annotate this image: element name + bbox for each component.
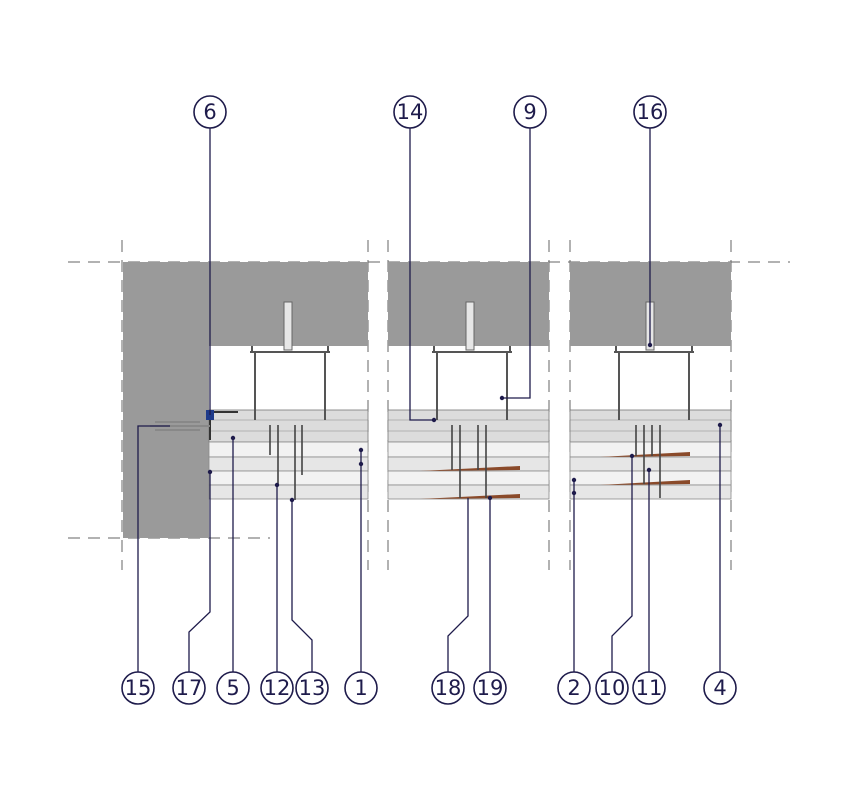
mineral-wool-layer (387, 409, 550, 443)
callout-9: 9 (513, 95, 547, 129)
callout-16: 16 (633, 95, 667, 129)
section-1 (123, 262, 369, 538)
callout-11: 11 (632, 671, 666, 705)
callout-17: 17 (172, 671, 206, 705)
callout-14-label: 14 (397, 100, 424, 124)
board-layer-3 (387, 470, 550, 486)
leader-18 (447, 498, 469, 672)
callout-10: 10 (595, 671, 629, 705)
screws (269, 425, 303, 500)
ceiling-profile (250, 346, 330, 420)
screws (635, 425, 661, 498)
callout-19-label: 19 (477, 676, 504, 700)
callout-5: 5 (216, 671, 250, 705)
callout-16-label: 16 (637, 100, 664, 124)
screws (451, 425, 487, 498)
board-layer-4 (569, 484, 732, 500)
callout-6-label: 6 (203, 100, 216, 124)
sealing-tape-lower (600, 480, 690, 485)
leader-10 (611, 456, 633, 672)
leader-lines (137, 128, 723, 672)
callout-1: 1 (344, 671, 378, 705)
sealing-tape-lower (420, 494, 520, 499)
mineral-wool-layer (208, 409, 369, 443)
callout-12-label: 12 (264, 676, 291, 700)
callout-18: 18 (431, 671, 465, 705)
concrete-wall (123, 346, 209, 538)
callout-5-label: 5 (226, 676, 239, 700)
anchor (465, 301, 475, 351)
callout-17-label: 17 (176, 676, 203, 700)
callout-2-label: 2 (567, 676, 580, 700)
leader-9 (502, 128, 531, 399)
callout-4-label: 4 (713, 676, 726, 700)
board-layer-4 (208, 484, 369, 500)
callout-12: 12 (260, 671, 294, 705)
callout-13: 13 (295, 671, 329, 705)
sealing-tape-upper (600, 452, 690, 457)
concrete-slab (123, 262, 368, 346)
callout-4: 4 (703, 671, 737, 705)
sealing-tape-upper (420, 466, 520, 471)
callout-9-label: 9 (523, 100, 536, 124)
callout-6: 6 (193, 95, 227, 129)
callout-1-label: 1 (354, 676, 367, 700)
anchor (283, 301, 293, 351)
callout-14: 14 (393, 95, 427, 129)
board-layer-1 (387, 441, 550, 458)
callout-15: 15 (121, 671, 155, 705)
callout-15-label: 15 (125, 676, 152, 700)
leader-13 (291, 500, 313, 672)
callout-18-label: 18 (435, 676, 462, 700)
section-2 (387, 262, 550, 500)
ceiling-profile (432, 346, 512, 420)
mineral-wool-layer (569, 409, 732, 443)
leader-17 (188, 472, 211, 672)
callout-10-label: 10 (599, 676, 626, 700)
callout-2: 2 (557, 671, 591, 705)
callout-13-label: 13 (299, 676, 326, 700)
leader-15 (137, 425, 170, 672)
callout-11-label: 11 (636, 676, 663, 700)
callout-19: 19 (473, 671, 507, 705)
leader-14 (409, 128, 434, 421)
ceiling-profile (614, 346, 694, 420)
